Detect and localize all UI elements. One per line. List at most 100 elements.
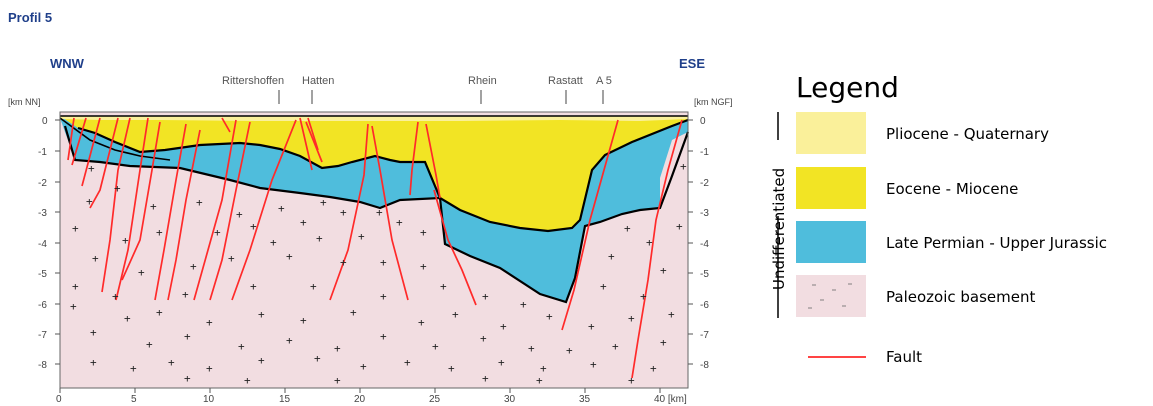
svg-text:+: + — [646, 236, 653, 249]
svg-text:+: + — [316, 232, 323, 245]
upper-jurassic-line — [59, 117, 171, 161]
fault-line — [71, 117, 87, 166]
legend-title: Legend — [796, 71, 899, 104]
y-tick-label: -3 — [700, 208, 709, 219]
svg-text:+: + — [124, 312, 131, 325]
location-label: Rastatt — [548, 75, 583, 87]
svg-text:+: + — [244, 374, 251, 387]
svg-text:+: + — [228, 252, 235, 265]
svg-text:+: + — [286, 334, 293, 347]
fault-line — [121, 121, 161, 281]
svg-text:+: + — [440, 280, 447, 293]
fault-line — [371, 125, 409, 301]
svg-text:+: + — [624, 222, 631, 235]
fault-line — [231, 119, 297, 301]
y-tick-label: -7 — [38, 330, 47, 341]
svg-text:+: + — [236, 208, 243, 221]
legend-label: Fault — [886, 348, 922, 366]
svg-text:+: + — [86, 195, 93, 208]
svg-text:+: + — [448, 362, 455, 375]
svg-text:+: + — [112, 290, 119, 303]
y-tick-label: -6 — [38, 300, 47, 311]
undifferentiated-label: Undifferentiated — [770, 168, 788, 290]
svg-text:+: + — [88, 162, 95, 175]
svg-text:+: + — [270, 236, 277, 249]
svg-text:+: + — [122, 234, 129, 247]
svg-text:+: + — [360, 360, 367, 373]
legend-swatch-eocene-miocene — [796, 167, 866, 209]
x-tick-label: 40 [km] — [654, 394, 687, 405]
svg-text:+: + — [420, 226, 427, 239]
svg-text:+: + — [482, 372, 489, 385]
svg-text:+: + — [612, 340, 619, 353]
svg-text:+: + — [258, 308, 265, 321]
eocene-base-line — [77, 118, 689, 233]
svg-text:+: + — [546, 310, 553, 323]
x-tick-label: 15 — [279, 394, 291, 405]
eocene-miocene-layer — [60, 116, 688, 231]
svg-text:+: + — [350, 306, 357, 319]
y-tick-label: -6 — [700, 300, 709, 311]
svg-text:+: + — [150, 200, 157, 213]
fault-line — [209, 121, 251, 301]
fault-line — [167, 129, 201, 301]
svg-text:+: + — [396, 216, 403, 229]
svg-text:+: + — [676, 220, 683, 233]
svg-text:+: + — [238, 340, 245, 353]
fault-line — [154, 123, 187, 301]
left-y-axis: 0 -1 -2 -3 -4 -5 -6 -7 -8 — [38, 116, 60, 371]
svg-text:+: + — [452, 308, 459, 321]
svg-text:+: + — [138, 266, 145, 279]
svg-text:+: + — [300, 314, 307, 327]
direction-right-label: ESE — [679, 56, 705, 71]
svg-text:+: + — [668, 308, 675, 321]
svg-text:+: + — [90, 356, 97, 369]
y-tick-label: -2 — [38, 178, 47, 189]
location-label: A 5 — [596, 75, 612, 87]
svg-text:+: + — [590, 358, 597, 371]
svg-text:+: + — [168, 356, 175, 369]
svg-text:+: + — [72, 280, 79, 293]
x-axis: 0 5 10 15 20 25 30 35 40 [km] — [56, 388, 687, 405]
legend-label: Late Permian - Upper Jurassic — [886, 234, 1107, 252]
svg-text:+: + — [90, 326, 97, 339]
svg-text:+: + — [380, 290, 387, 303]
fault-line — [305, 121, 323, 163]
svg-text:+: + — [608, 250, 615, 263]
fault-line — [101, 117, 131, 293]
x-tick-label: 25 — [429, 394, 441, 405]
y-tick-label: -1 — [38, 147, 47, 158]
svg-text:+: + — [250, 220, 257, 233]
y-tick-label: -8 — [700, 360, 709, 371]
svg-text:+: + — [650, 362, 657, 375]
svg-text:+: + — [70, 300, 77, 313]
x-tick-label: 20 — [354, 394, 366, 405]
y-tick-label: 0 — [700, 116, 706, 127]
y-tick-label: -4 — [38, 239, 47, 250]
legend-label: Eocene - Miocene — [886, 180, 1018, 198]
fault-line — [425, 123, 441, 199]
fault-line — [561, 119, 619, 331]
right-axis-title: [km NGF] — [694, 97, 733, 107]
y-tick-label: -5 — [38, 269, 47, 280]
svg-text:+: + — [566, 344, 573, 357]
svg-text:+: + — [314, 352, 321, 365]
legend-label: Paleozoic basement — [886, 288, 1035, 306]
x-tick-label: 10 — [203, 394, 215, 405]
svg-text:+: + — [404, 356, 411, 369]
y-tick-label: -4 — [700, 239, 709, 250]
direction-left-label: WNW — [50, 56, 85, 71]
section-frame — [59, 111, 689, 389]
svg-text:+: + — [340, 206, 347, 219]
legend-swatch-late-permian-upper-jurassic — [796, 221, 866, 263]
legend-basement-symbols — [808, 283, 852, 309]
svg-text:+: + — [340, 256, 347, 269]
svg-text:+: + — [528, 342, 535, 355]
svg-text:+: + — [182, 288, 189, 301]
svg-text:+: + — [660, 264, 667, 277]
svg-text:+: + — [540, 362, 547, 375]
svg-text:+: + — [320, 196, 327, 209]
svg-text:+: + — [376, 206, 383, 219]
fault-line — [329, 123, 369, 301]
svg-text:+: + — [380, 256, 387, 269]
